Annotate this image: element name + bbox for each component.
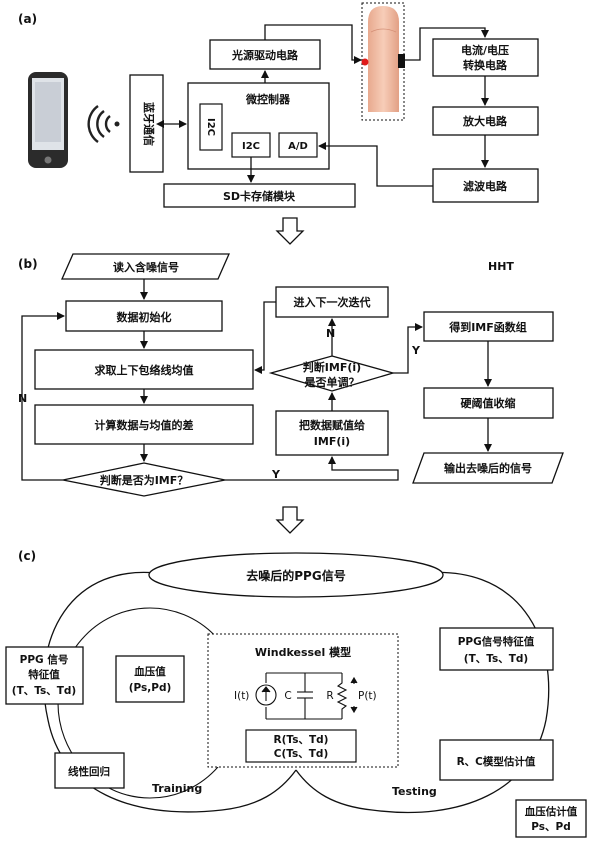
linear-regression-label: 线性回归 xyxy=(68,765,110,778)
bp-estimate-line2: Ps、Pd xyxy=(531,821,570,833)
ppg-feature-line3: (T、Ts、Td) xyxy=(12,685,76,697)
pressure-label: P(t) xyxy=(358,690,377,702)
capacitor-label: C xyxy=(284,690,291,702)
bp-estimate-line1: 血压估计值 xyxy=(525,805,578,818)
amplifier-box xyxy=(432,106,539,136)
ad-label: A/D xyxy=(288,141,308,152)
panel-a-connectors xyxy=(156,24,489,187)
rc-params-box xyxy=(245,729,357,763)
get-imf-box xyxy=(423,311,554,342)
is-imf-decision xyxy=(62,462,226,497)
photodiode-icon xyxy=(398,54,405,68)
current-voltage-line2: 转换电路 xyxy=(463,58,508,72)
hht-label: HHT xyxy=(488,260,514,273)
panel-c-label: (c) xyxy=(18,549,36,563)
init-label: 数据初始化 xyxy=(117,310,172,324)
panel-b: (b) 读入含噪信号 数据初始化 求取上下包络线均值 计算数据与均值的差 判断是… xyxy=(18,253,564,497)
rc-estimate-box xyxy=(439,739,554,781)
assign-box xyxy=(275,410,389,456)
ad-box xyxy=(278,132,318,158)
rc-params-line1: R(Ts、Td) xyxy=(274,734,329,746)
amplifier-label: 放大电路 xyxy=(462,114,508,128)
get-imf-label: 得到IMF函数组 xyxy=(448,320,527,334)
filter-label: 滤波电路 xyxy=(463,179,508,193)
light-driver-label: 光源驱动电路 xyxy=(231,48,299,62)
ppg-feature-line1: PPG 信号 xyxy=(20,653,69,666)
panel-b-label: (b) xyxy=(18,257,38,271)
testing-label: Testing xyxy=(392,785,437,798)
current-source-label: I(t) xyxy=(234,690,249,702)
section-arrow-1 xyxy=(275,217,305,245)
panel-b-connectors xyxy=(21,279,492,481)
bp-value-box xyxy=(115,655,185,703)
envelope-box xyxy=(34,349,254,390)
mcu-label: 微控制器 xyxy=(245,92,291,106)
wireless-signal-icon xyxy=(87,105,120,143)
monotonic-line1: 判断IMF(i) xyxy=(303,360,361,374)
rc-params-line2: C(Ts、Td) xyxy=(274,748,329,760)
yes-label-imf: Y xyxy=(271,468,281,481)
read-signal-label: 读入含噪信号 xyxy=(113,260,179,274)
init-box xyxy=(65,300,223,332)
bp-value-line1: 血压值 xyxy=(134,665,166,678)
sd-card-label: SD卡存储模块 xyxy=(223,189,296,203)
output-label: 输出去噪后的信号 xyxy=(444,461,532,475)
windkessel-circuit xyxy=(255,672,358,720)
section-arrow-2 xyxy=(275,506,305,534)
test-feature-box xyxy=(439,627,554,671)
denoised-label: 去噪后的PPG信号 xyxy=(246,568,345,583)
panel-a-label: (a) xyxy=(18,12,37,26)
read-signal-box xyxy=(61,253,230,280)
i2c-left-label: I2C xyxy=(205,118,216,136)
denoised-ellipse xyxy=(148,552,444,598)
no-label-mono: N xyxy=(326,327,335,340)
rc-estimate-label: R、C模型估计值 xyxy=(457,755,536,768)
bp-value-line2: (Ps,Pd) xyxy=(129,682,172,694)
test-feature-line2: (T、Ts、Td) xyxy=(464,653,528,665)
linear-regression-box xyxy=(54,752,125,789)
next-iteration-label: 进入下一次迭代 xyxy=(294,295,371,309)
test-feature-line1: PPG信号特征值 xyxy=(458,635,535,648)
finger-image xyxy=(368,6,399,112)
assign-line2: IMF(i) xyxy=(314,435,350,448)
current-voltage-box xyxy=(432,38,539,77)
yes-label-mono: Y xyxy=(411,344,421,357)
phone-icon xyxy=(28,72,68,168)
led-icon xyxy=(361,58,369,66)
i2c-box xyxy=(231,132,271,158)
sd-card-box xyxy=(163,183,356,208)
monotonic-line2: 是否单调？ xyxy=(304,375,360,389)
panel-c: (c) 去噪后的PPG信号 PPG 信号 特征值 (T、Ts、Td) 血压值 (… xyxy=(5,549,587,838)
no-label-left: N xyxy=(18,392,27,405)
ppg-feature-box xyxy=(5,646,84,705)
threshold-label: 硬阈值收缩 xyxy=(461,396,516,410)
training-label: Training xyxy=(152,782,202,795)
diff-label: 计算数据与均值的差 xyxy=(95,418,194,432)
monotonic-decision xyxy=(268,355,396,392)
output-box xyxy=(412,452,564,484)
bluetooth-label: 蓝牙通信 xyxy=(142,102,156,146)
threshold-box xyxy=(423,387,554,419)
windkessel-title: Windkessel 模型 xyxy=(255,645,351,659)
is-imf-label: 判断是否为IMF？ xyxy=(100,473,189,487)
current-voltage-line1: 电流/电压 xyxy=(461,43,509,57)
envelope-label: 求取上下包络线均值 xyxy=(95,363,194,377)
bp-estimate-box xyxy=(515,799,587,838)
assign-line1: 把数据赋值给 xyxy=(299,418,365,432)
panel-a: (a) 蓝牙通信 微控制器 I2C I2C A/D 光源驱动电路 xyxy=(18,2,539,208)
i2c-left-box xyxy=(199,103,223,151)
ppg-feature-line2: 特征值 xyxy=(28,668,60,681)
resistor-label: R xyxy=(326,690,333,702)
diff-box xyxy=(34,404,254,445)
i2c-label: I2C xyxy=(242,141,260,152)
